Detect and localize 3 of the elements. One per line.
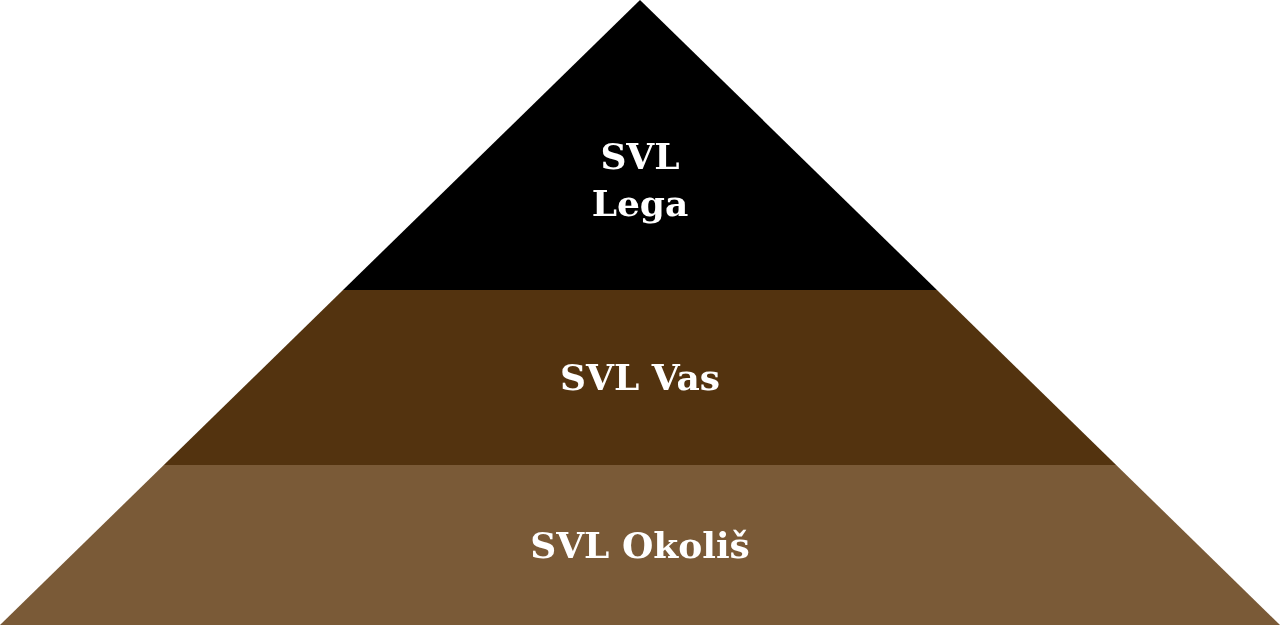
tier-label: SVL Lega: [590, 134, 690, 226]
tier-label: SVL Okoliš: [530, 522, 750, 568]
tier-label: SVL Vas: [560, 355, 720, 401]
